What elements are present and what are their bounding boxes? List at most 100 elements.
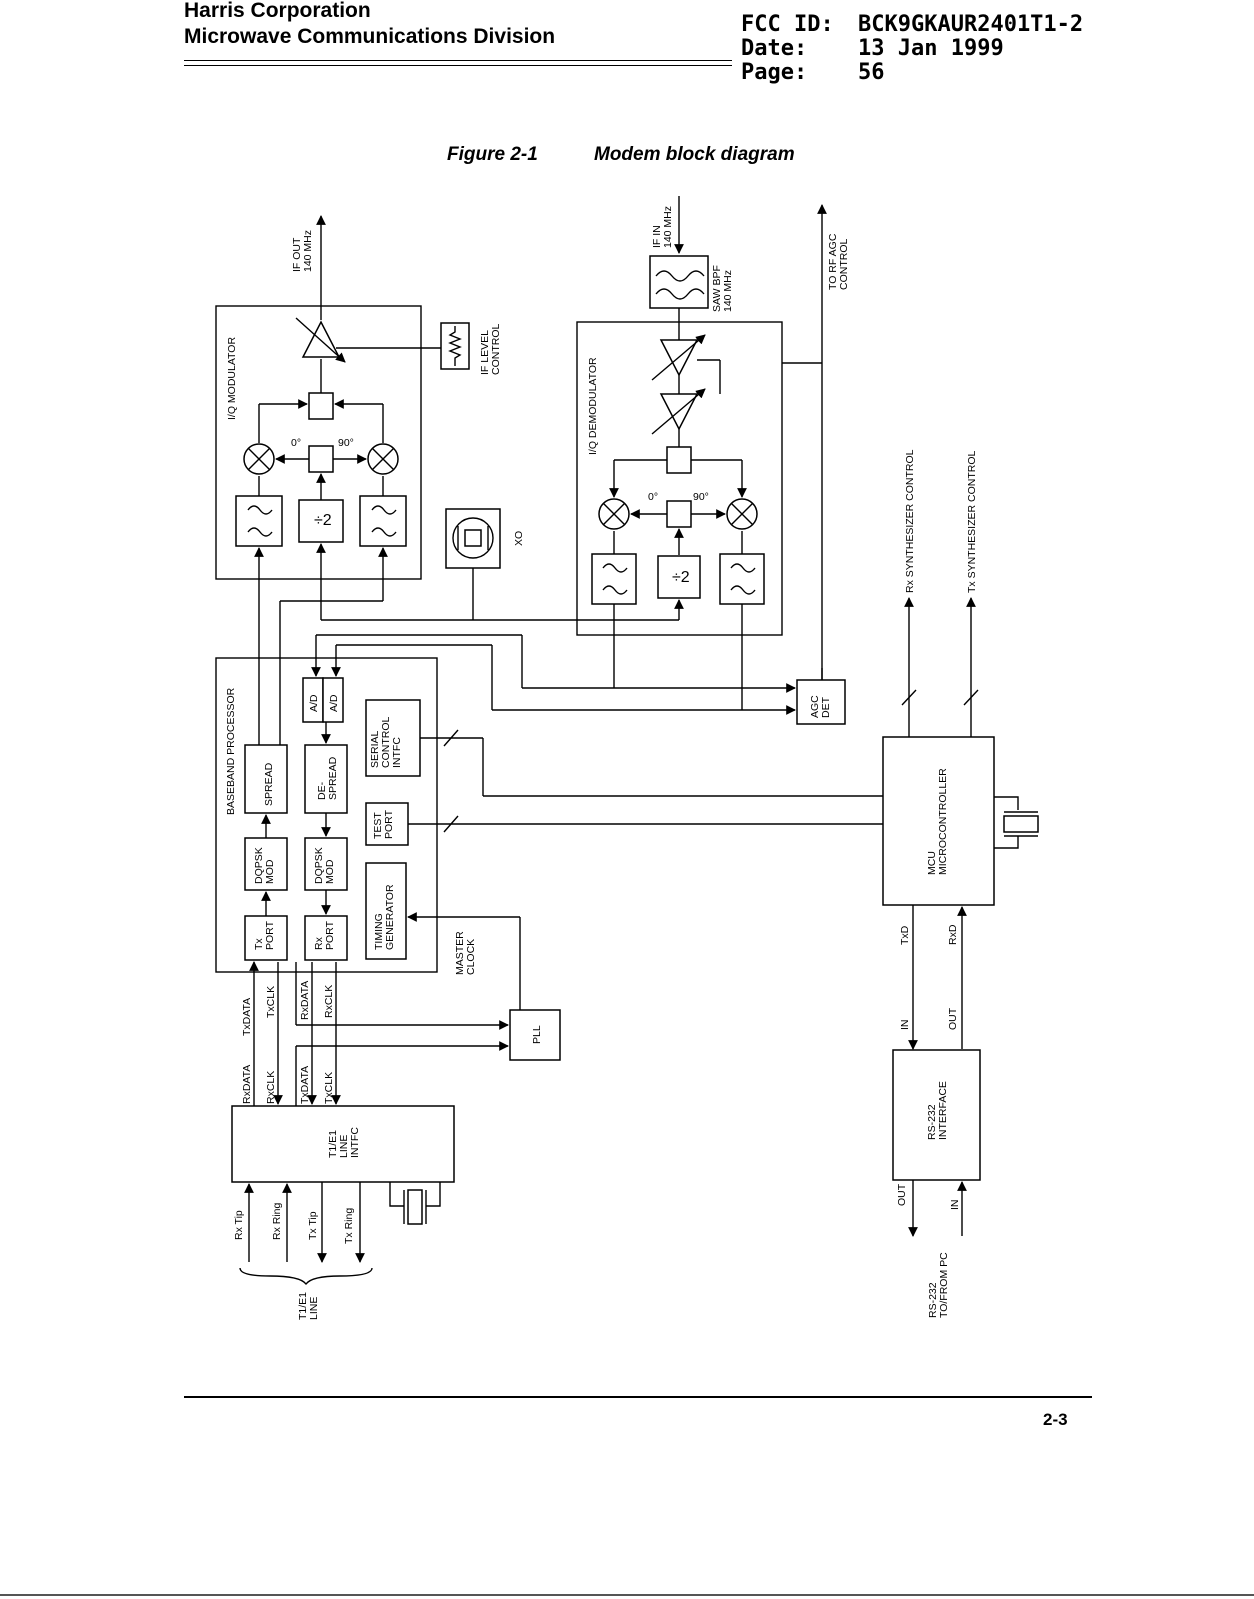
lowpass-filter-q-icon [359, 495, 407, 547]
t1e1-crystal-icon [389, 1182, 441, 1225]
iq-demodulator-frame [576, 321, 783, 636]
header-rule [184, 60, 732, 61]
saw-bpf-icon [649, 255, 709, 309]
t1e1-line-label: T1/E1 LINE [297, 1289, 320, 1320]
mcu-crystal-icon [994, 796, 1039, 849]
baseband-processor: BASEBAND PROCESSOR A/D A/D SERIAL CONTRO… [215, 600, 438, 973]
rxclk-label-lower: RxCLK [265, 1071, 277, 1104]
dqpsk-mod-tx [244, 837, 288, 891]
serial-control-intfc [365, 699, 421, 777]
rxdata-label-upper: RxDATA [299, 981, 311, 1020]
iq-mod-div2-label: ÷2 [314, 512, 332, 529]
page-number: 2-3 [1043, 1410, 1068, 1429]
svg-text:A/D: A/D [328, 694, 340, 712]
agc-det-label: AGC DET [809, 692, 832, 718]
mcu-label: MCU MICROCONTROLLER [926, 768, 949, 875]
if-out-label: IF OUT 140 MHz [291, 230, 314, 272]
date-label: Date: [741, 36, 808, 61]
rs232-in-label: IN [949, 1200, 961, 1211]
svg-text:TEST PORT: TEST PORT [372, 809, 395, 839]
iq-mod-combiner [308, 392, 334, 420]
txdata-label-lower: TxDATA [299, 1066, 311, 1104]
demod-mixer-q-icon [726, 498, 758, 530]
svg-text:IF LEVEL CONTROL: IF LEVEL CONTROL [479, 324, 502, 375]
iq-modulator: I/Q MODULATOR 0° 90° ÷2 [215, 215, 441, 748]
test-port [365, 802, 409, 846]
pll-label: PLL [531, 1025, 543, 1044]
rs232-interface [892, 1049, 981, 1181]
xo-label: XO [513, 531, 525, 546]
agc-det [796, 679, 846, 725]
to-rf-agc-label: TO RF AGC CONTROL [827, 231, 850, 290]
svg-text:SPREAD: SPREAD [263, 762, 275, 806]
fcc-id-label: FCC ID: [741, 12, 834, 37]
xo-crystal-icon [445, 508, 501, 569]
master-clock-label: MASTER CLOCK [454, 928, 477, 975]
iq-modulator-frame [215, 305, 422, 580]
demod-lowpass-i-icon [591, 553, 637, 605]
svg-text:Rx PORT: Rx PORT [313, 920, 336, 950]
iq-demod-div2-label: ÷2 [672, 569, 690, 586]
pll [509, 1009, 561, 1061]
svg-text:TIMING GENERATOR: TIMING GENERATOR [373, 884, 396, 950]
demod-mixer-i-icon [598, 498, 630, 530]
iq-demod-splitter [666, 446, 692, 474]
rxclk-label-upper: RxCLK [323, 985, 335, 1018]
mcu-in-label: IN [899, 1020, 911, 1031]
mcu-microcontroller [882, 736, 995, 906]
tx-ring-label: Tx Ring [343, 1208, 355, 1244]
iq-modulator-label: I/Q MODULATOR [226, 337, 238, 420]
demod-lowpass-q-icon [719, 553, 765, 605]
figure-title: Modem block diagram [594, 144, 795, 165]
t1e1-intfc-label: T1/E1 LINE INTFC [327, 1127, 361, 1158]
svg-text:DQPSK MOD: DQPSK MOD [313, 844, 336, 884]
iq-mod-90-deg: 90° [338, 437, 354, 449]
baseband-label: BASEBAND PROCESSOR [225, 687, 237, 815]
t1e1-line-brace [239, 1267, 373, 1286]
ad-converter-q [322, 677, 344, 723]
rx-synth-label: Rx SYNTHESIZER CONTROL [904, 449, 916, 593]
txdata-label-upper: TxDATA [241, 998, 253, 1036]
svg-text:SERIAL CONTROL INT: SERIAL CONTROL INTFC [369, 714, 403, 768]
date-value: 13 Jan 1999 [858, 36, 1004, 61]
txclk-label-upper: TxCLK [265, 986, 277, 1018]
iq-demodulator: I/Q DEMODULATOR 0° 90° ÷2 [576, 321, 783, 636]
rx-tip-label: Rx Tip [233, 1210, 245, 1240]
rs232-pc-label: RS-232 TO/FROM PC [927, 1252, 950, 1318]
iq-demod-0-deg: 0° [648, 491, 658, 503]
iq-mod-0-deg: 0° [291, 437, 301, 449]
svg-text:DE- SPREAD: DE- SPREAD [316, 756, 339, 800]
iq-demod-90-deg: 90° [693, 491, 709, 503]
rs232-interface-label: RS-232 INTERFACE [926, 1081, 949, 1140]
rx-port [304, 915, 348, 961]
svg-text:A/D: A/D [308, 694, 320, 712]
saw-bpf-label: SAW BPF 140 MHz [711, 262, 734, 312]
mixer-q-icon [367, 443, 399, 475]
fcc-id-value: BCK9GKAUR2401T1-2 [858, 12, 1084, 37]
header-rule [184, 65, 732, 66]
if-in-label: IF IN 140 MHz [651, 206, 674, 248]
page-value: 56 [858, 60, 885, 85]
tx-synth-label: Tx SYNTHESIZER CONTROL [966, 450, 978, 593]
txd-label: TxD [899, 925, 911, 945]
mcu-out-label: OUT [947, 1007, 959, 1030]
if-level-control: IF LEVEL CONTROL [440, 322, 502, 375]
figure-number: Figure 2-1 [447, 144, 538, 165]
division-name: Microwave Communications Division [184, 25, 556, 48]
iq-mod-phase-splitter [308, 445, 334, 473]
txclk-label-lower: TxCLK [323, 1072, 335, 1104]
rx-ring-label: Rx Ring [271, 1202, 283, 1240]
svg-text:Tx PORT: Tx PORT [253, 920, 276, 950]
iq-mod-divide-by-2 [298, 499, 344, 543]
lowpass-filter-i-icon [235, 495, 283, 547]
t1e1-line-intfc [231, 1105, 455, 1183]
page-label: Page: [741, 60, 808, 85]
svg-text:DQPSK MOD: DQPSK MOD [253, 844, 276, 884]
tx-tip-label: Tx Tip [307, 1211, 319, 1240]
timing-generator [365, 862, 407, 960]
iq-demodulator-label: I/Q DEMODULATOR [587, 357, 599, 455]
rxd-label: RxD [947, 924, 959, 945]
mixer-i-icon [243, 443, 275, 475]
baseband-processor-frame [215, 657, 438, 973]
